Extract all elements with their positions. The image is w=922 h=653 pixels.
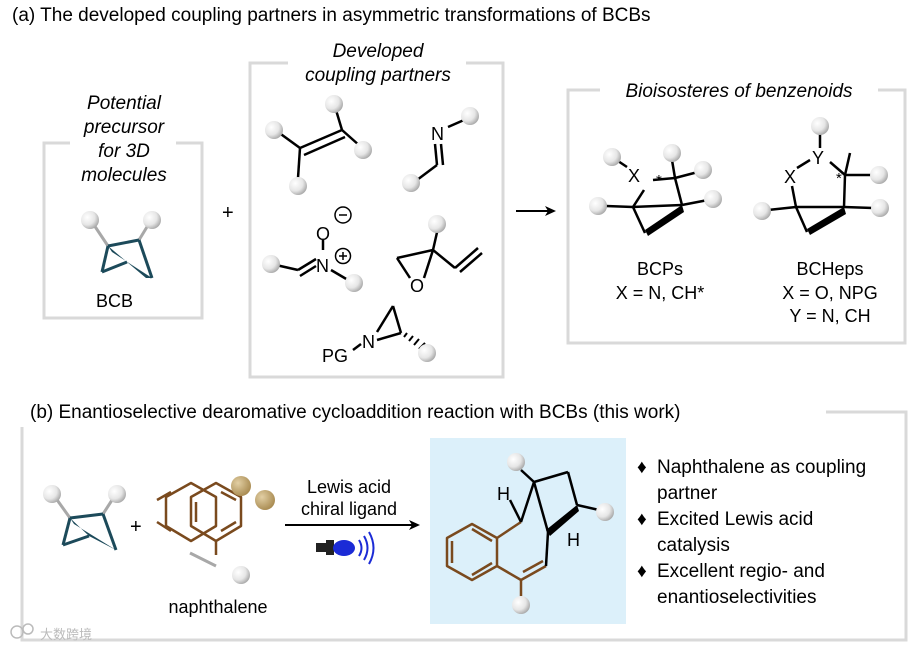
watermark: 大数跨境: [40, 628, 93, 643]
plus-sign-b: +: [130, 516, 142, 538]
bchep-y-atom: Y: [812, 148, 825, 168]
section-b-title: (b) Enantioselective dearomative cycload…: [30, 402, 681, 423]
flashlight-icon: [316, 531, 375, 565]
bioisostere-caption: Bioisosteres of benzenoids: [625, 81, 853, 102]
diamond-bullet-icon: ♦: [637, 509, 647, 530]
precursor-caption: Potential precursor for 3D molecules: [81, 93, 167, 186]
product-highlight: [430, 438, 626, 624]
plus-sign-a: +: [222, 202, 234, 224]
product-structure: [445, 453, 614, 614]
bcb-structure: [81, 211, 161, 279]
bchep-stereo-star: *: [836, 170, 842, 187]
bchep-definition-x: X = O, NPG: [782, 283, 878, 303]
imine-n-atom: N: [431, 124, 444, 144]
bcp-structure: [589, 144, 722, 236]
bchep-definition-y: Y = N, CH: [789, 306, 871, 326]
epoxide-structure: [395, 215, 483, 279]
partners-caption: Developed coupling partners: [305, 41, 451, 86]
aziridine-structure: [352, 305, 436, 362]
reaction-arrow-b: [285, 520, 420, 530]
bcp-definition: X = N, CH*: [615, 283, 705, 303]
bcp-stereo-star: *: [656, 172, 662, 189]
bioisostere-box: [566, 88, 907, 345]
section-a-title: (a) The developed coupling partners in a…: [12, 5, 651, 26]
nitrone-structure: [262, 206, 363, 292]
diamond-bullet-icon: ♦: [637, 561, 647, 582]
partners-box: [248, 61, 505, 379]
bcp-x-atom: X: [628, 166, 641, 186]
reaction-arrow-a: [516, 206, 556, 216]
naphthalene-label: naphthalene: [168, 597, 268, 617]
precursor-box: [42, 141, 204, 320]
bcb-label: BCB: [96, 291, 134, 311]
bchep-x-atom: X: [784, 167, 797, 187]
condition-lewis-acid: Lewis acid: [306, 477, 392, 497]
imine-structure: [402, 107, 479, 192]
aziridine-n-atom: N: [362, 332, 375, 352]
nitrone-o-atom: O: [316, 224, 331, 244]
product-h-atom-2: H: [567, 530, 580, 550]
section-b-box: [20, 410, 908, 642]
product-h-atom-1: H: [497, 484, 510, 504]
bcb-structure-b: [43, 485, 126, 551]
nitrone-n-atom: N: [316, 256, 329, 276]
epoxide-o-atom: O: [410, 276, 425, 296]
bchep-structure: [753, 117, 889, 235]
bcp-name: BCPs: [636, 259, 683, 279]
diamond-bullet-icon: ♦: [637, 457, 647, 478]
protecting-group-label: PG: [322, 346, 349, 366]
bchep-name: BCHeps: [796, 259, 864, 279]
alkene-structure: [265, 95, 372, 195]
naphthalene-structure: [156, 481, 243, 555]
condition-chiral-ligand: chiral ligand: [300, 499, 398, 519]
